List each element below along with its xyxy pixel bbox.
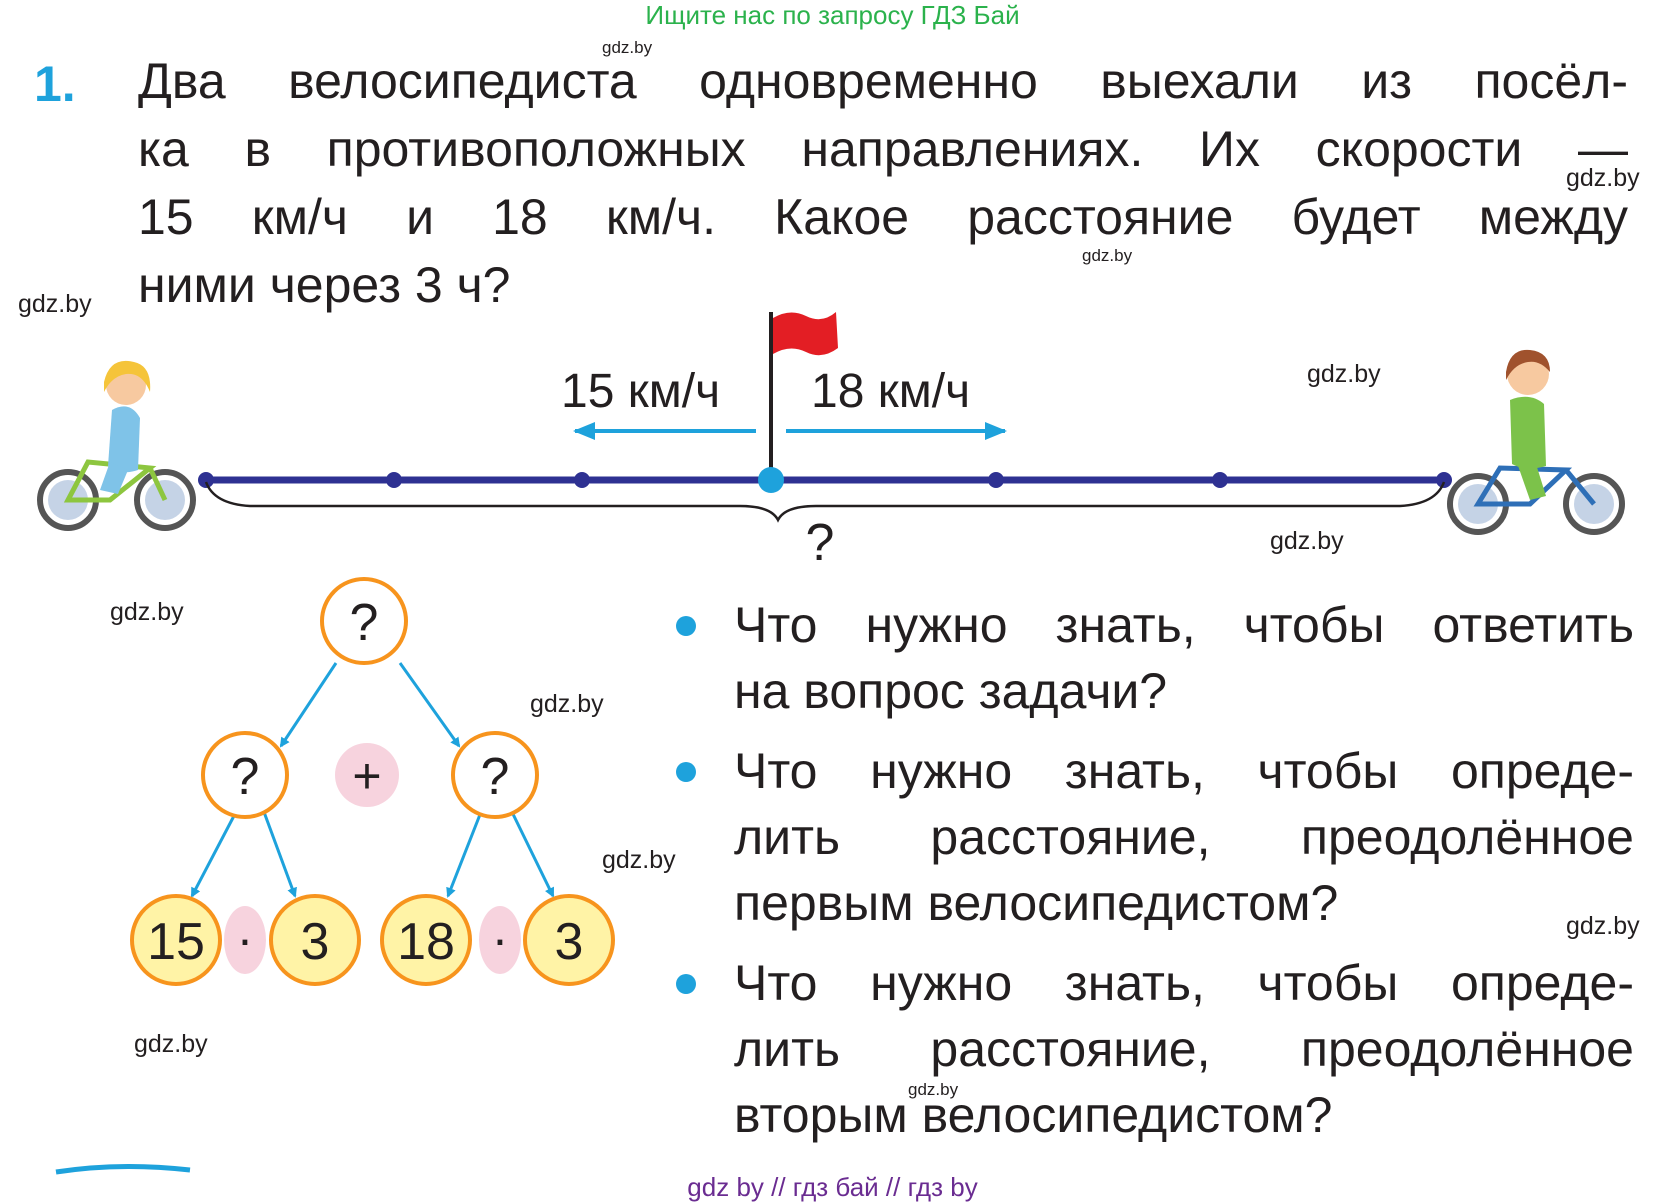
watermark: gdz.by [1566, 912, 1640, 940]
watermark: gdz.by [110, 598, 184, 626]
tree-leaf-label: 15 [147, 913, 205, 971]
watermark: gdz.by [134, 1030, 208, 1058]
speed-right-label: 18 км/ч [811, 365, 971, 418]
distance-brace [204, 481, 1446, 523]
tree-leaf-node [523, 894, 615, 986]
tree-leaf-node [380, 894, 472, 986]
speed-left-label: 15 км/ч [561, 365, 721, 418]
tree-leaf-label: 18 [397, 913, 455, 971]
mul-operator: · [492, 911, 509, 967]
watermark: gdz.by [1082, 246, 1133, 265]
tree-left-node [201, 731, 289, 819]
task-text-line: ка в противоположных направлениях. Их ск… [138, 121, 1628, 177]
mul-operator-bg [479, 906, 521, 974]
tree-root-label: ? [350, 594, 379, 652]
decor-line [55, 1163, 191, 1175]
road-points [198, 472, 1452, 488]
tree-arrow [279, 662, 338, 748]
tree-arrow [446, 811, 483, 898]
question-line: первым велосипедистом? [734, 875, 1339, 931]
tree-leaf-label: 3 [555, 913, 584, 971]
question-line: лить расстояние, преодолённое [734, 1021, 1634, 1077]
distance-question: ? [806, 514, 835, 572]
task-text-line: ними через 3 ч? [138, 257, 511, 313]
girl-cyclist-icon [37, 360, 196, 531]
watermark: gdz.by [18, 290, 92, 318]
bullet-dot [676, 762, 696, 782]
tree-arrow [262, 811, 297, 898]
tree-arrow [398, 662, 461, 748]
plus-operator-bg [335, 743, 399, 807]
watermark: gdz.by [1270, 527, 1344, 555]
boy-cyclist-icon [1447, 349, 1625, 535]
watermark: gdz.by [1566, 164, 1640, 192]
footer-watermark: gdz by // гдз бай // гдз by [687, 1172, 978, 1202]
tree-leaf-node [130, 894, 222, 986]
tree-arrow [190, 811, 238, 898]
question-line: Что нужно знать, чтобы опреде- [734, 955, 1634, 1011]
bullet-dot [676, 974, 696, 994]
watermark: gdz.by [908, 1080, 959, 1099]
tree-right-node [451, 731, 539, 819]
tree-left-label: ? [231, 748, 260, 806]
plus-operator: + [352, 748, 381, 804]
watermark: gdz.by [530, 690, 604, 718]
question-line: Что нужно знать, чтобы ответить [734, 597, 1634, 653]
red-flag-icon [769, 312, 838, 478]
tree-right-label: ? [481, 748, 510, 806]
tree-leaf-label: 3 [301, 913, 330, 971]
watermark: gdz.by [1307, 360, 1381, 388]
tree-arrow [510, 811, 555, 898]
village-point [758, 467, 784, 493]
task-text-line: 15 км/ч и 18 км/ч. Какое расстояние буде… [138, 189, 1628, 245]
tree-leaf-node [269, 894, 361, 986]
mul-operator: · [237, 911, 254, 967]
question-line: Что нужно знать, чтобы опреде- [734, 743, 1634, 799]
question-line: на вопрос задачи? [734, 663, 1168, 719]
watermark: gdz.by [602, 846, 676, 874]
bullet-dot [676, 616, 696, 636]
search-banner: Ищите нас по запросу ГДЗ Бай [645, 0, 1020, 30]
tree-root-node [320, 577, 408, 665]
mul-operator-bg [224, 906, 266, 974]
watermark: gdz.by [602, 38, 653, 57]
question-line: лить расстояние, преодолённое [734, 809, 1634, 865]
question-line: вторым велосипедистом? [734, 1087, 1333, 1143]
task-text-line: Два велосипедиста одновременно выехали и… [138, 53, 1628, 109]
task-number: 1. [34, 56, 76, 112]
